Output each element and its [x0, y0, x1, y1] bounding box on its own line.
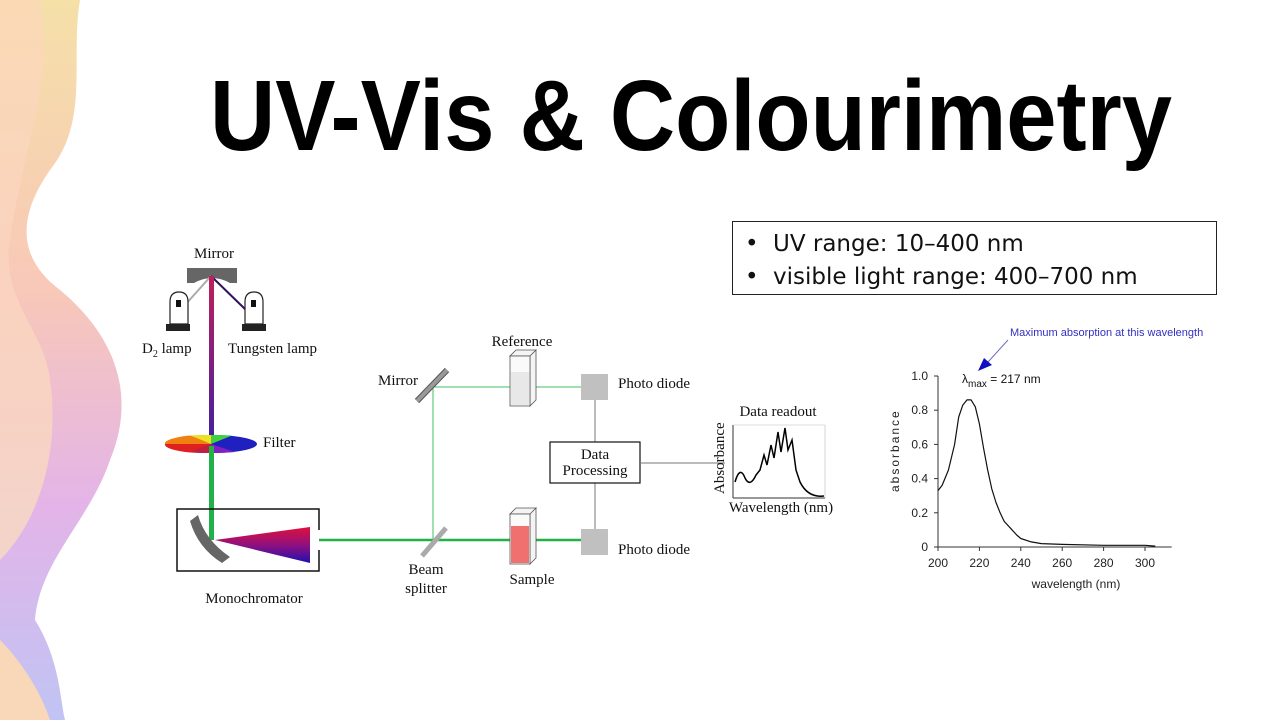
x-tick-label: 300 — [1135, 556, 1155, 570]
d2-lamp-icon — [166, 291, 190, 331]
monochromator-label: Monochromator — [205, 591, 302, 607]
annotation-arrow-line — [987, 339, 1009, 363]
chart-annotation: Maximum absorption at this wavelength — [1010, 327, 1203, 339]
top-mirror — [187, 268, 237, 283]
photo-diode-bottom-label: Photo diode — [618, 542, 690, 558]
x-tick-label: 220 — [969, 556, 989, 570]
decorative-wave — [0, 0, 122, 720]
bullet-visible-range: •visible light range: 400–700 nm — [745, 264, 1138, 290]
y-tick-label: 0.2 — [911, 506, 928, 520]
filter-label: Filter — [263, 435, 296, 451]
info-box: •UV range: 10–400 nm •visible light rang… — [732, 221, 1217, 295]
d2-lamp-label: D2 lamp — [142, 341, 192, 360]
x-tick-label: 260 — [1052, 556, 1072, 570]
data-readout-plot — [732, 424, 826, 499]
absorbance-chart: Maximum absorption at this wavelength λm… — [888, 327, 1203, 591]
y-tick-label: 0.8 — [911, 403, 928, 417]
bullet-text: UV range: 10–400 nm — [773, 231, 1024, 257]
y-tick-label: 1.0 — [911, 369, 928, 383]
reference-cuvette — [509, 349, 537, 407]
grating-mirror — [190, 515, 230, 563]
absorbance-curve — [937, 399, 1156, 547]
sample-cuvette — [509, 507, 537, 565]
y-tick-label: 0 — [921, 540, 928, 554]
photo-diode-top-label: Photo diode — [618, 376, 690, 392]
x-tick-label: 200 — [928, 556, 948, 570]
y-tick-label: 0.4 — [911, 472, 928, 486]
x-tick-label: 240 — [1011, 556, 1031, 570]
dispersion-fan — [215, 527, 310, 563]
lambda-max-label: λmax = 217 nm — [962, 372, 1041, 390]
filter-wheel — [164, 434, 257, 454]
mirror-label: Mirror — [378, 373, 418, 389]
readout-xlabel: Wavelength (nm) — [729, 500, 833, 516]
vertical-beam — [209, 276, 214, 442]
readout-ylabel: Absorbance — [712, 422, 728, 494]
bullet-uv-range: •UV range: 10–400 nm — [745, 231, 1024, 257]
slide-title: UV-Vis & Colourimetry — [210, 60, 1172, 172]
data-readout-label: Data readout — [739, 404, 817, 420]
photo-diode-bottom — [581, 529, 608, 555]
tungsten-lamp-label: Tungsten lamp — [228, 341, 317, 357]
beam-splitter — [420, 526, 448, 558]
tungsten-lamp-icon — [242, 291, 266, 331]
x-tick-label: 280 — [1094, 556, 1114, 570]
spectrometer-diagram: Mirror D2 lamp Tungsten lamp Fi — [142, 246, 833, 607]
chart-xlabel: wavelength (nm) — [1031, 577, 1121, 591]
chart-ylabel: absorbance — [888, 409, 902, 492]
data-processing-box — [549, 441, 641, 484]
top-mirror-label: Mirror — [194, 246, 234, 262]
y-tick-label: 0.6 — [911, 437, 928, 451]
annotation-arrow-head — [978, 358, 992, 371]
bullet-text: visible light range: 400–700 nm — [773, 264, 1138, 290]
sample-label: Sample — [510, 572, 555, 588]
photo-diode-top — [581, 374, 608, 400]
reference-label: Reference — [492, 334, 553, 350]
green-beam-vertical — [209, 446, 214, 540]
